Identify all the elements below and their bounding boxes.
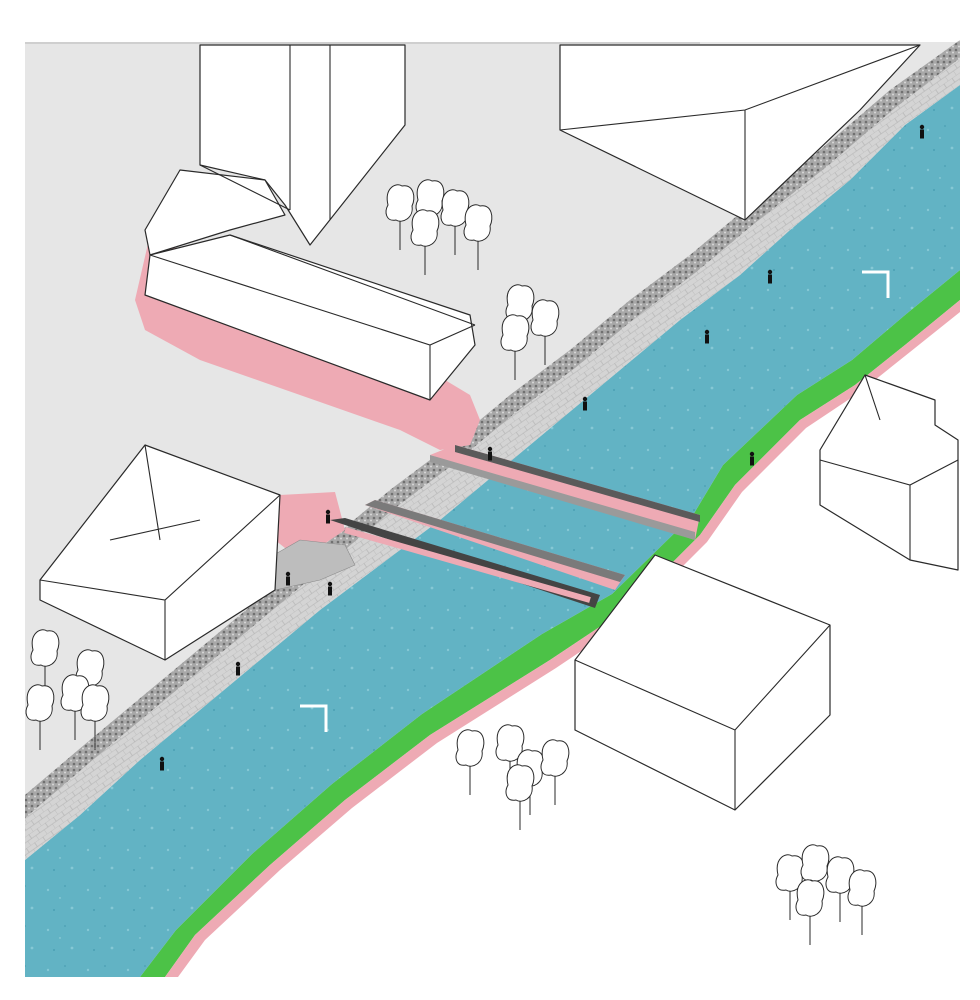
flow-arrow-upper-icon xyxy=(862,270,890,298)
building-top-right xyxy=(559,44,921,221)
tree-icon xyxy=(500,314,530,380)
building-right xyxy=(819,374,959,571)
tree-icon xyxy=(530,299,560,365)
upper-footbridge xyxy=(430,445,700,540)
tree-icon xyxy=(30,629,60,695)
building-bottom-center xyxy=(574,554,831,811)
river-channel xyxy=(25,85,960,977)
building-top-left xyxy=(144,44,476,401)
tree-icon xyxy=(410,209,440,275)
tree-icon xyxy=(463,204,493,270)
flow-arrow-lower-icon xyxy=(300,704,328,732)
building-mid-left xyxy=(39,444,281,661)
person-icon xyxy=(487,446,493,461)
person-icon xyxy=(582,396,588,411)
person-icon xyxy=(919,124,925,139)
person-icon xyxy=(749,451,755,466)
tree-icon xyxy=(795,879,825,945)
frame-top-edge xyxy=(25,42,700,44)
green-riverbank xyxy=(140,270,960,977)
person-icon xyxy=(235,661,241,676)
tree-icon xyxy=(540,739,570,805)
tree-icon xyxy=(847,869,877,935)
pink-plaza-lower xyxy=(275,492,345,560)
tree-icon xyxy=(80,684,110,750)
stone-quay-wall xyxy=(25,40,960,818)
person-icon xyxy=(285,571,291,586)
person-icon xyxy=(159,756,165,771)
person-icon xyxy=(327,581,333,596)
person-icon xyxy=(325,509,331,524)
lower-footbridge xyxy=(330,500,625,608)
person-icon xyxy=(704,329,710,344)
tree-icon xyxy=(25,684,55,750)
pink-bank-path xyxy=(165,300,960,977)
person-icon xyxy=(767,269,773,284)
tree-icon xyxy=(455,729,485,795)
tree-icon xyxy=(505,764,535,830)
tree-icon xyxy=(385,184,415,250)
